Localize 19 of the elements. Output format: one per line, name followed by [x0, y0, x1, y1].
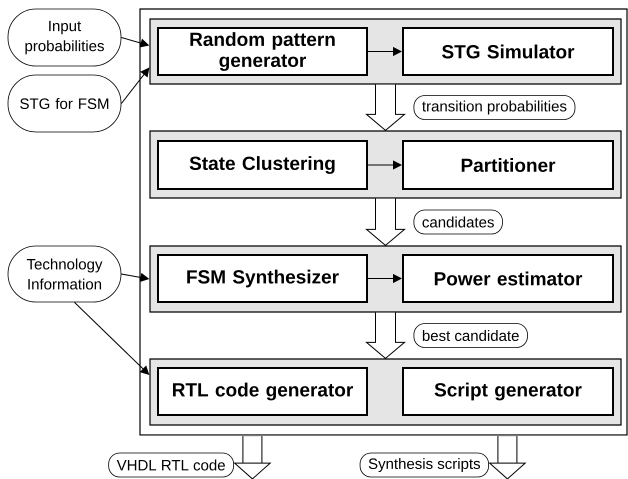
- process-box: Partitioner: [402, 140, 614, 190]
- edge-label: Synthesis scripts: [360, 452, 489, 478]
- process-box: Script generator: [402, 367, 614, 416]
- block-arrow: [365, 198, 406, 246]
- process-box: State Clustering: [157, 140, 368, 190]
- edge-label: VHDL RTL code: [108, 452, 234, 478]
- arrow: [120, 68, 150, 104]
- process-box: STG Simulator: [402, 27, 614, 76]
- process-box: Power estimator: [402, 254, 614, 303]
- edge-label: transition probabilities: [414, 95, 576, 120]
- system-frame: [139, 8, 628, 436]
- edge-label: candidates: [414, 210, 503, 234]
- process-box: RTL code generator: [157, 367, 368, 416]
- arrow: [74, 302, 150, 375]
- process-box: Random pattern generator: [157, 27, 368, 76]
- block-arrow: [365, 84, 406, 132]
- process-box: FSM Synthesizer: [157, 254, 368, 303]
- block-arrow: [365, 312, 406, 360]
- edge-label: best candidate: [414, 323, 528, 348]
